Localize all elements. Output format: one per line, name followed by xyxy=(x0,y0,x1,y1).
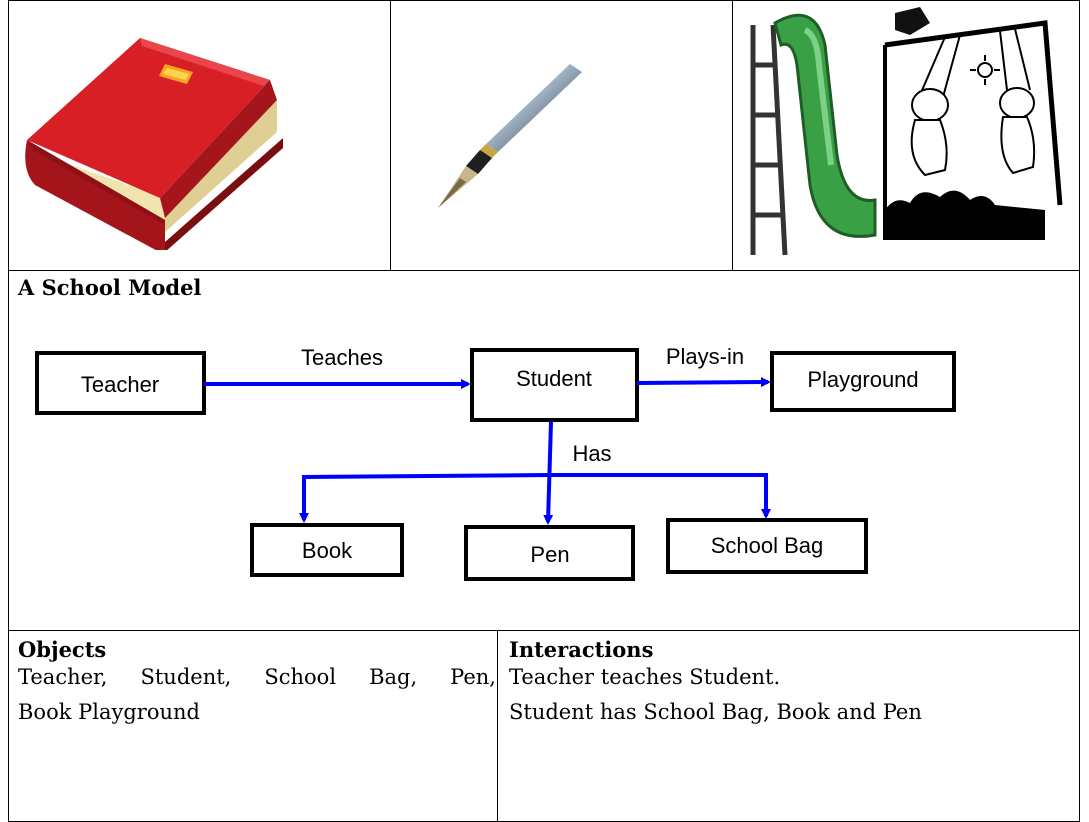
row-divider-2 xyxy=(8,630,1080,631)
row-divider-1 xyxy=(8,270,1080,271)
interactions-line-2: Student has School Bag, Book and Pen xyxy=(509,700,922,724)
interactions-line-1: Teacher teaches Student. xyxy=(509,665,781,689)
pen-illustration xyxy=(438,64,582,208)
objects-line-2: Book Playground xyxy=(18,700,200,724)
diagram-title: A School Model xyxy=(18,275,202,300)
col-divider-1 xyxy=(390,0,391,270)
objects-text: Teacher, Student, School Bag, Pen, Book … xyxy=(18,660,496,730)
playground-illustration-cell xyxy=(745,5,1065,260)
col-divider-3 xyxy=(497,630,498,822)
book-illustration xyxy=(25,38,283,250)
interactions-text: Teacher teaches Student. Student has Sch… xyxy=(509,660,922,730)
interactions-heading: Interactions xyxy=(509,637,654,662)
objects-line-1: Teacher, Student, School Bag, Pen, xyxy=(18,665,496,689)
objects-heading: Objects xyxy=(18,637,107,662)
playground-illustration xyxy=(750,7,1063,256)
pen-illustration-cell xyxy=(420,60,600,220)
book-illustration-cell xyxy=(15,20,315,250)
col-divider-2 xyxy=(732,0,733,270)
